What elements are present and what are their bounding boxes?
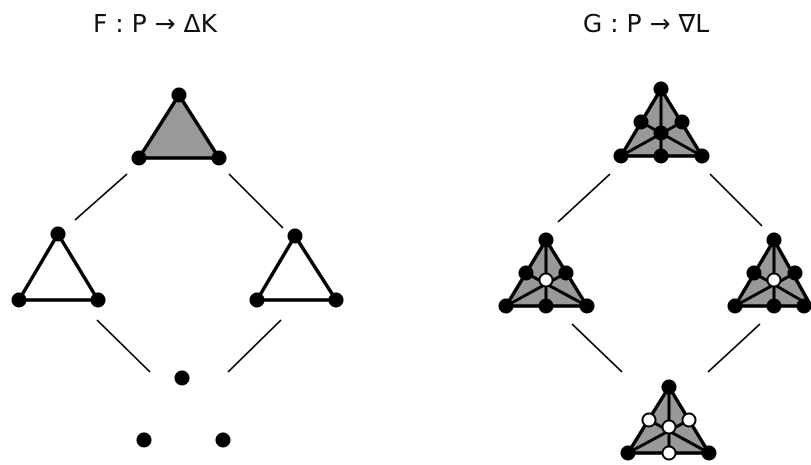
subdivided-triangle-top — [613, 81, 710, 164]
right-diagram — [498, 81, 811, 461]
vertex — [328, 292, 344, 308]
open-vertex — [538, 272, 554, 288]
open-vertex — [641, 412, 657, 428]
open-vertex — [661, 419, 677, 435]
vertex — [131, 150, 147, 166]
vertex — [766, 298, 782, 314]
vertex — [287, 228, 303, 244]
hasse-edge — [557, 173, 611, 223]
open-vertex — [766, 272, 782, 288]
hasse-edge — [571, 323, 623, 373]
vertex — [11, 292, 27, 308]
filled-triangle-top — [131, 87, 227, 166]
vertex — [701, 445, 717, 461]
hasse-edge — [707, 323, 761, 373]
subdivided-triangle-bottom — [620, 379, 717, 461]
vertex — [90, 292, 106, 308]
vertex — [694, 148, 710, 164]
hasse-edge — [74, 173, 128, 221]
subdivided-triangle-right — [727, 232, 811, 314]
vertex — [215, 432, 231, 448]
vertex — [249, 292, 265, 308]
vertex — [498, 298, 514, 314]
vertex — [766, 232, 782, 248]
vertex — [174, 370, 190, 386]
vertex — [633, 114, 649, 130]
vertex — [727, 298, 743, 314]
vertex — [558, 265, 574, 281]
vertex — [796, 298, 811, 314]
vertex — [620, 445, 636, 461]
hasse-edge — [227, 319, 282, 373]
vertex — [50, 226, 66, 242]
vertex-set-bottom — [136, 370, 231, 448]
vertex — [674, 114, 690, 130]
subdivided-triangle-left — [498, 232, 595, 314]
right-title: G : P → ∇L — [583, 9, 709, 38]
vertex — [653, 81, 669, 97]
vertex — [518, 265, 534, 281]
hollow-triangle-left — [11, 226, 106, 308]
left-title: F : P → ΔK — [93, 9, 218, 38]
vertex — [661, 379, 677, 395]
hollow-triangle-right — [249, 228, 344, 308]
vertex — [746, 265, 762, 281]
left-diagram — [11, 87, 344, 448]
vertex — [538, 298, 554, 314]
hasse-edge — [709, 173, 763, 227]
hasse-edge — [96, 319, 151, 373]
vertex — [787, 265, 803, 281]
hasse-edge — [228, 173, 284, 229]
open-vertex — [681, 412, 697, 428]
open-vertex — [661, 445, 677, 461]
vertex — [613, 148, 629, 164]
vertex — [136, 432, 152, 448]
vertex — [653, 148, 669, 164]
vertex — [653, 125, 669, 141]
vertex — [171, 87, 187, 103]
vertex — [538, 232, 554, 248]
vertex — [211, 150, 227, 166]
vertex — [579, 298, 595, 314]
